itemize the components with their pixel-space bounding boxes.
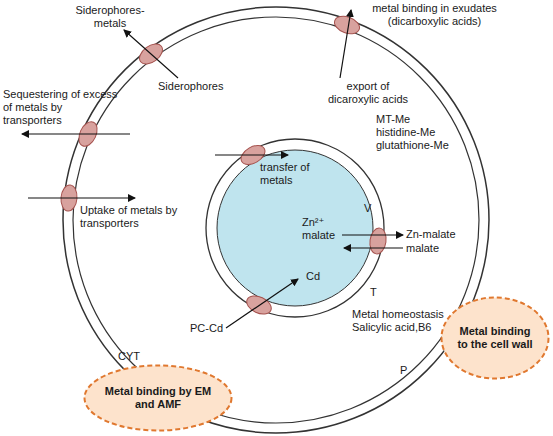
text-label: MT-Me histidine-Me glutathione-Me bbox=[376, 113, 456, 152]
text-label: Zn-malate bbox=[406, 228, 476, 241]
text-label: Metal binding by EM and AMF bbox=[103, 385, 213, 411]
vacuole: transfer of metalsV Zn²⁺ malateCd bbox=[205, 138, 385, 318]
text-label: Sequestering of excess of metals by tran… bbox=[3, 88, 121, 127]
cell-wall bbox=[63, 7, 489, 433]
text-label: V bbox=[364, 202, 376, 215]
text-label: CYT bbox=[118, 350, 148, 363]
vacuole-lumen bbox=[217, 150, 373, 306]
oval-outline bbox=[85, 366, 232, 431]
text-label: T bbox=[370, 286, 382, 299]
annotation-oval: Metal binding to the cell wall bbox=[440, 296, 550, 380]
text-label: Zn²⁺ malate bbox=[302, 216, 342, 242]
text-label: Cd bbox=[306, 270, 326, 283]
text-label: Siderophores bbox=[158, 80, 238, 93]
plasma-membrane bbox=[73, 17, 479, 423]
text-label: P bbox=[400, 364, 412, 377]
oval-outline bbox=[442, 298, 549, 379]
text-label: Metal homeostasis Salicylic acid,B6 bbox=[352, 308, 452, 334]
text-label: Uptake of metals by transporters bbox=[80, 204, 185, 230]
annotation-oval: Metal binding by EM and AMF bbox=[83, 364, 233, 432]
text-label: malate bbox=[406, 242, 456, 255]
text-label: transfer of metals bbox=[260, 161, 318, 187]
tonoplast bbox=[206, 139, 384, 317]
text-label: Siderophores-metals bbox=[68, 4, 152, 30]
text-label: export of dicaroxylic acids bbox=[322, 80, 414, 106]
text-label: Metal binding to the cell wall bbox=[455, 325, 535, 351]
text-label: PC-Cd bbox=[190, 322, 230, 335]
text-label: metal binding in exudates (dicarboxylic … bbox=[362, 2, 507, 28]
